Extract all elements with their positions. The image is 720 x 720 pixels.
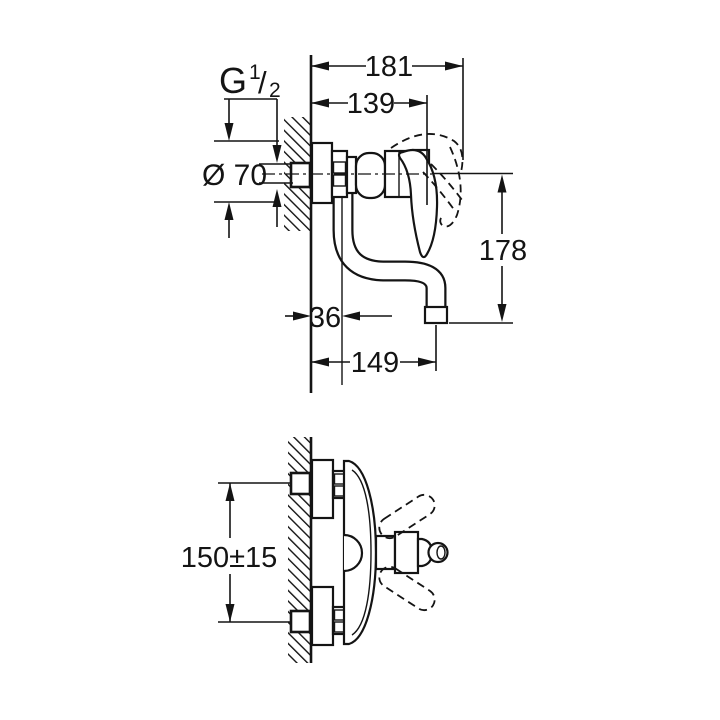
lever-handle-solid xyxy=(397,148,439,259)
handle-ball-highlight xyxy=(436,545,446,560)
dim-36-label: 36 xyxy=(309,302,341,334)
pipe-notch xyxy=(343,533,364,573)
dim-36: 36 xyxy=(285,302,392,334)
handle-ball xyxy=(427,541,449,564)
union-nut-facet xyxy=(332,161,347,174)
spout-tube xyxy=(332,192,447,310)
dim-178-label: 178 xyxy=(479,235,527,267)
faucet-body-side xyxy=(289,141,439,259)
body-inner-contour xyxy=(351,469,372,636)
body-dome xyxy=(354,151,387,200)
upper-escutcheon xyxy=(310,458,335,520)
thread-size-label: G 1 / 2 xyxy=(219,60,281,102)
dim-150: 150±15 xyxy=(181,482,291,623)
lever-down-position xyxy=(378,565,436,612)
escutcheon xyxy=(310,141,334,205)
dim-150-label: 150±15 xyxy=(181,542,278,574)
side-view: 181 139 G 1 / 2 xyxy=(202,51,527,393)
front-view: 150±15 xyxy=(181,437,449,663)
lever-up-position xyxy=(378,493,436,540)
lever-positions-dashed xyxy=(378,493,436,612)
supply-square-union xyxy=(289,161,312,189)
lower-escutcheon xyxy=(310,585,335,647)
lever-raised-dashed xyxy=(390,133,464,228)
dim-dia70-label: Ø 70 xyxy=(202,159,267,192)
dim-139: 139 xyxy=(311,88,428,205)
dim-149: 149 xyxy=(311,325,437,379)
stem-base xyxy=(374,534,397,571)
dim-181-label: 181 xyxy=(365,51,413,83)
stem-housing xyxy=(393,530,420,575)
dim-dia-70: Ø 70 xyxy=(202,140,293,238)
union-nut-facet xyxy=(332,174,347,187)
dim-181: 181 xyxy=(311,51,464,160)
mixer-body-front xyxy=(342,459,449,646)
dim-149-label: 149 xyxy=(351,347,399,379)
spout-nozzle xyxy=(423,305,449,325)
lower-square-union xyxy=(289,609,312,634)
dim-139-label: 139 xyxy=(347,88,395,120)
dim-thread-g-half: G 1 / 2 xyxy=(219,60,282,163)
body-collar xyxy=(345,155,358,195)
upper-square-union xyxy=(289,471,312,496)
dim-178: 178 xyxy=(449,174,527,324)
